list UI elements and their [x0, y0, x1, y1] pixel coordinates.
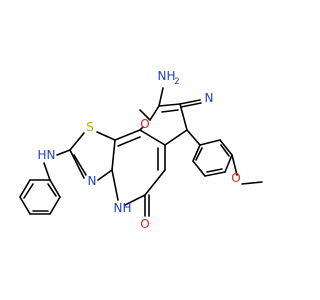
- pyridinone-bond: [114, 129, 141, 141]
- thiazole-double-bond: [73, 154, 87, 176]
- atom-ring-nh-n: N: [114, 201, 123, 215]
- methoxy-methyl-bond: [241, 181, 263, 185]
- phenyl-double-bond: [23, 183, 34, 199]
- atom-carbonyl-oxygen: O: [140, 217, 149, 231]
- pyran-bond: [139, 109, 151, 121]
- phenyl-double-bond: [47, 183, 57, 197]
- phenyl-link-bond: [43, 162, 51, 181]
- nitrile-bond: [179, 99, 201, 105]
- atom-nh-link-h: H: [37, 148, 46, 162]
- thiazole-bond: [96, 131, 116, 141]
- bond-lines: [19, 87, 263, 217]
- atom-nh-link-n: N: [47, 148, 56, 162]
- nitrile-bond: [180, 102, 202, 108]
- atom-labels: N H 2 O N S H N N N H O O: [37, 69, 240, 231]
- molecule-structure: N H 2 O N S H N N N H O O: [19, 69, 263, 231]
- aryl-bond: [199, 139, 221, 146]
- nh-link-bond: [56, 149, 71, 156]
- pyran-bond: [179, 103, 188, 131]
- aryl-bond: [192, 144, 201, 162]
- atom-ring-oxygen: O: [140, 117, 149, 131]
- pyran-bond: [149, 105, 160, 121]
- pyran-double-bond: [161, 109, 179, 113]
- pyran-bond: [164, 129, 188, 146]
- aryl-bond: [204, 171, 226, 177]
- c-nh2-bond: [158, 87, 164, 107]
- pyran-bond: [158, 103, 181, 107]
- thiazole-bond: [69, 149, 85, 179]
- atom-nitrile-n: N: [205, 91, 214, 105]
- atom-thiazole-nitrogen: N: [88, 174, 97, 188]
- thiazole-bond: [69, 132, 85, 151]
- aryl-bond: [219, 139, 233, 156]
- pyridinone-bond: [144, 169, 166, 196]
- pyridinone-bond: [111, 139, 116, 171]
- pyridinone-bond: [111, 169, 119, 201]
- phenyl-bond: [49, 179, 61, 198]
- atom-methoxy-oxygen: O: [231, 171, 240, 185]
- atom-nh2-n: N: [158, 69, 167, 83]
- thiazole-bond: [97, 169, 113, 181]
- phenyl-bond: [19, 179, 31, 198]
- atom-nh2-h: H: [166, 69, 175, 83]
- pyridinone-double-bond: [117, 136, 141, 147]
- pyridinone-bond: [124, 194, 146, 206]
- aryl-link-bond: [186, 129, 201, 146]
- phenyl-bond: [49, 196, 61, 215]
- methoxy-bond: [231, 154, 238, 176]
- aryl-bond: [224, 154, 233, 173]
- atom-thiazole-sulfur: S: [86, 120, 94, 134]
- aryl-bond: [192, 160, 206, 177]
- aryl-double-bond: [206, 168, 223, 173]
- aryl-double-bond: [195, 147, 203, 161]
- phenyl-bond: [19, 196, 31, 215]
- aryl-double-bond: [220, 144, 230, 157]
- atom-ring-nh-h: H: [122, 201, 131, 215]
- atom-nh2-subscript: 2: [174, 77, 179, 87]
- pyran-bond: [139, 129, 166, 146]
